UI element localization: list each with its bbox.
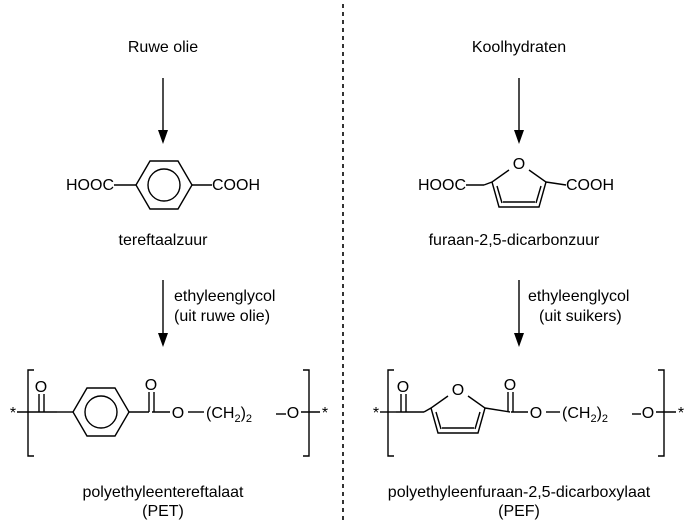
pef-ch2-subscript: 2 bbox=[590, 413, 596, 425]
right-acid-name: furaan-2,5-dicarbonzuur bbox=[429, 232, 600, 249]
pef-ch2-open: (CH bbox=[562, 405, 590, 422]
right-acid-group-right: COOH bbox=[566, 177, 614, 194]
pef-link-o: O bbox=[642, 405, 654, 422]
benzene-ring bbox=[135, 160, 193, 210]
right-arrow-1 bbox=[514, 78, 524, 144]
pet-bracket-right bbox=[303, 369, 310, 457]
pef-ch2-group: (CH2)2 bbox=[562, 405, 608, 425]
right-source-label: Koolhydraten bbox=[472, 39, 566, 56]
pet-ch2-close: ) bbox=[241, 405, 246, 422]
furan-ring bbox=[491, 169, 547, 208]
pet-ester-o: O bbox=[172, 405, 184, 422]
pef-bracket-left bbox=[387, 369, 394, 457]
right-reagent-line2: (uit suikers) bbox=[539, 308, 622, 325]
right-polymer-abbr: (PEF) bbox=[498, 503, 540, 520]
pet-benzene-ring bbox=[72, 387, 130, 437]
pet-repeat-unit: * O O O (CH2)2 O bbox=[10, 369, 328, 457]
pef-ester-o: O bbox=[530, 405, 542, 422]
terephthalic-acid-structure: HOOC COOH bbox=[66, 160, 260, 210]
pef-end-marker-right: * bbox=[678, 405, 684, 422]
pet-ch2-open: (CH bbox=[206, 405, 234, 422]
left-arrow-1 bbox=[158, 78, 168, 144]
left-acid-name: tereftaalzuur bbox=[119, 232, 209, 249]
pef-repeat-unit: * O O O O (CH2)2 bbox=[373, 369, 684, 457]
pet-ch2-subscript: 2 bbox=[234, 413, 240, 425]
pef-end-marker-left: * bbox=[373, 405, 379, 422]
pet-bracket-left bbox=[27, 369, 34, 457]
pet-carbonyl-o-left: O bbox=[35, 379, 47, 396]
left-arrow-2 bbox=[158, 280, 168, 347]
pet-link-o: O bbox=[287, 405, 299, 422]
right-reagent-line1: ethyleenglycol bbox=[528, 288, 629, 305]
left-source-label: Ruwe olie bbox=[128, 39, 198, 56]
left-polymer-name: polyethyleentereftalaat bbox=[83, 484, 245, 501]
pet-end-marker-right: * bbox=[322, 405, 328, 422]
pef-bracket-right bbox=[658, 369, 665, 457]
pef-repeat-subscript: 2 bbox=[602, 413, 608, 425]
aromatic-circle bbox=[147, 168, 181, 202]
furan-ring-o: O bbox=[513, 156, 525, 173]
pet-end-marker-left: * bbox=[10, 405, 16, 422]
pef-carbonyl-o-right: O bbox=[504, 377, 516, 394]
left-column: Ruwe olie HOOC COOH tereftaalzuur ethyle… bbox=[10, 39, 328, 520]
right-column: Koolhydraten HOOC O COOH furaan-2,5-dica… bbox=[373, 39, 684, 520]
furandicarboxylic-acid-structure: HOOC O COOH bbox=[418, 156, 614, 208]
pef-carbonyl-o-left: O bbox=[397, 379, 409, 396]
left-acid-group-right: COOH bbox=[212, 177, 260, 194]
left-reagent-line2: (uit ruwe olie) bbox=[174, 308, 270, 325]
left-reagent-line1: ethyleenglycol bbox=[174, 288, 275, 305]
pet-repeat-subscript: 2 bbox=[246, 413, 252, 425]
pef-ch2-close: ) bbox=[597, 405, 602, 422]
left-polymer-abbr: (PET) bbox=[142, 503, 184, 520]
right-polymer-name: polyethyleenfuraan-2,5-dicarboxylaat bbox=[388, 484, 651, 501]
pet-carbonyl-o-right: O bbox=[145, 377, 157, 394]
right-arrow-2 bbox=[514, 280, 524, 347]
pef-furan-ring bbox=[430, 395, 486, 434]
pef-furan-ring-o: O bbox=[452, 382, 464, 399]
right-acid-group-left: HOOC bbox=[418, 177, 466, 194]
pet-ch2-group: (CH2)2 bbox=[206, 405, 252, 425]
left-acid-group-left: HOOC bbox=[66, 177, 114, 194]
